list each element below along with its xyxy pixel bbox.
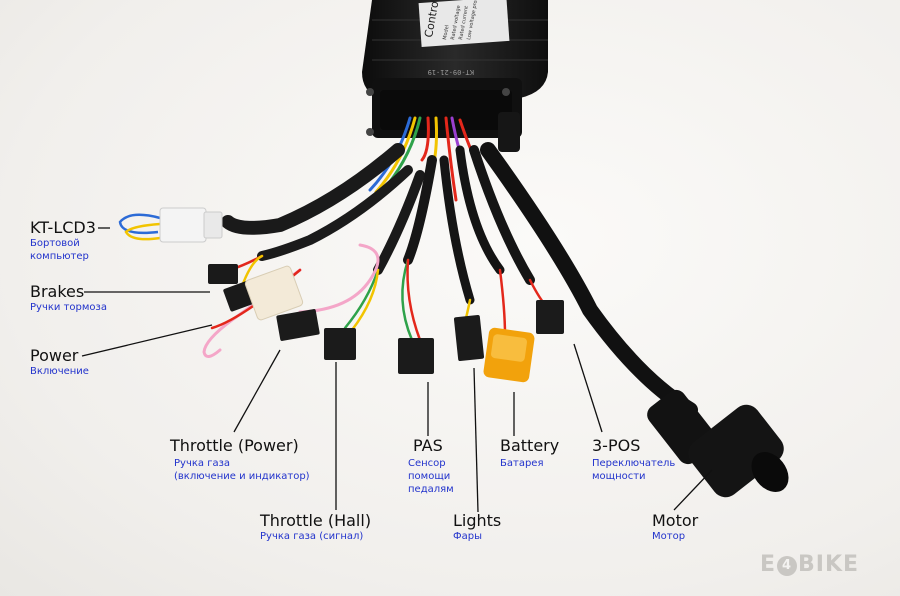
label-pas: PAS Сенсор помощи педалям	[408, 436, 454, 496]
controller-spec-line: Rated voltage	[450, 5, 462, 40]
motor-connector	[647, 389, 789, 498]
controller-spec-line: Rated current	[458, 6, 470, 41]
controller-spec-line: Model	[442, 25, 451, 41]
label-lights: Lights Фары	[453, 511, 502, 543]
battery-connector	[483, 327, 535, 383]
label-power: Power Включение	[30, 346, 89, 378]
leader-lines	[81, 227, 713, 513]
label-throttle-power: Throttle (Power) Ручка газа (включение и…	[170, 436, 310, 483]
controller-sticker	[418, 0, 510, 48]
lights-connector	[453, 314, 485, 362]
controller-stamp: KT-09-21-19	[428, 68, 474, 76]
label-throttle-hall: Throttle (Hall) Ручка газа (сигнал)	[260, 511, 372, 543]
label-3-pos: 3-POS Переключатель мощности	[592, 436, 676, 483]
throttle-connectors	[276, 309, 356, 360]
label-brakes: Brakes Ручки тормоза	[30, 282, 107, 314]
label-motor: Motor Мотор	[652, 511, 699, 543]
lcd3-connector	[118, 207, 223, 243]
black-cables	[221, 142, 698, 418]
label-kt-lcd3: KT-LCD3 Бортовой компьютер	[30, 218, 96, 263]
power-connector	[244, 265, 304, 321]
label-battery: Battery Батарея	[500, 436, 560, 470]
pas-connector	[398, 338, 434, 374]
3pos-connector	[536, 300, 564, 334]
